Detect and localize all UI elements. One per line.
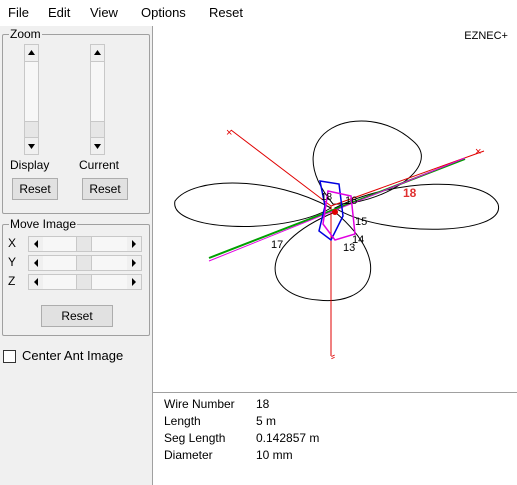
x-axis-glyph: × xyxy=(226,127,232,139)
wire-cluster-magenta xyxy=(322,190,356,241)
menu-view[interactable]: View xyxy=(90,5,118,20)
display-zoom-scrollbar[interactable] xyxy=(24,44,39,155)
arrow-up-icon xyxy=(94,50,101,55)
pattern-lobe-upper xyxy=(312,120,422,205)
seg-length-value: 0.142857 m xyxy=(256,431,320,445)
wire-number-value: 18 xyxy=(256,397,270,411)
y-scroll-thumb[interactable] xyxy=(76,256,92,270)
wire-magenta xyxy=(208,157,466,262)
menu-edit[interactable]: Edit xyxy=(48,5,71,20)
pattern-lobe-left xyxy=(174,182,333,227)
current-reset-button[interactable]: Reset xyxy=(82,178,128,200)
pattern-lobe-lower xyxy=(274,211,372,302)
z-axis-glyph: ⸗ xyxy=(331,349,335,363)
wire-number-label: Wire Number xyxy=(164,397,235,411)
center-ant-image-checkbox[interactable] xyxy=(3,350,16,363)
arrow-down-icon xyxy=(28,144,35,149)
source-marker xyxy=(332,209,338,215)
eznec-brand-label: EZNEC+ xyxy=(464,30,508,42)
pattern-lobe-right xyxy=(333,183,499,230)
menu-options[interactable]: Options xyxy=(141,5,186,20)
arrow-down-icon xyxy=(94,144,101,149)
wire-label-14: 14 xyxy=(352,234,364,246)
z-scroll-right-button[interactable] xyxy=(127,275,141,289)
wire-info-panel: Wire Number 18 Length 5 m Seg Length 0.1… xyxy=(152,392,517,485)
antenna-pattern-plot: × × ⸗ 18 17 16 15 14 13 18 xyxy=(174,120,499,363)
y-axis-label: Y xyxy=(8,255,17,269)
x-move-scrollbar[interactable] xyxy=(28,236,142,252)
y-scroll-left-button[interactable] xyxy=(29,256,43,270)
wire-label-16: 16 xyxy=(345,195,357,207)
arrow-left-icon xyxy=(34,278,38,286)
zoom-group: Zoom Display Current Reset Reset xyxy=(2,27,150,214)
arrow-left-icon xyxy=(34,259,38,267)
center-ant-image-label-text: Center Ant Image xyxy=(22,348,124,363)
current-scroll-up-button[interactable] xyxy=(91,45,104,62)
y-move-scrollbar[interactable] xyxy=(28,255,142,271)
move-image-group: Move Image X Y Z Reset xyxy=(2,217,150,336)
arrow-right-icon xyxy=(132,240,136,248)
display-scroll-down-button[interactable] xyxy=(25,137,38,154)
arrow-left-icon xyxy=(34,240,38,248)
y-axis-glyph: × xyxy=(475,146,481,158)
current-label: Current xyxy=(79,158,120,172)
zoom-legend: Zoom xyxy=(9,27,42,41)
wire-label-cluster-top: 18 xyxy=(321,192,333,203)
current-scroll-down-button[interactable] xyxy=(91,137,104,154)
display-scroll-up-button[interactable] xyxy=(25,45,38,62)
arrow-right-icon xyxy=(132,278,136,286)
z-move-scrollbar[interactable] xyxy=(28,274,142,290)
wire-label-17: 17 xyxy=(271,239,283,251)
diameter-value: 10 mm xyxy=(256,448,293,462)
antenna-view[interactable]: EZNEC+ × × ⸗ 18 17 16 15 14 13 18 xyxy=(152,26,517,392)
current-zoom-scrollbar[interactable] xyxy=(90,44,105,155)
move-image-reset-button[interactable]: Reset xyxy=(41,305,113,327)
x-scroll-right-button[interactable] xyxy=(127,237,141,251)
wire-label-15: 15 xyxy=(355,216,367,228)
x-scroll-left-button[interactable] xyxy=(29,237,43,251)
menu-bar: File Edit View Options Reset xyxy=(0,0,517,26)
diameter-label: Diameter xyxy=(164,448,213,462)
length-label: Length xyxy=(164,414,201,428)
center-ant-image-label[interactable]: Center Ant Image xyxy=(22,349,123,363)
menu-reset[interactable]: Reset xyxy=(209,5,243,20)
z-scroll-left-button[interactable] xyxy=(29,275,43,289)
display-reset-button[interactable]: Reset xyxy=(12,178,58,200)
arrow-right-icon xyxy=(132,259,136,267)
wire-label-13: 13 xyxy=(343,242,355,254)
arrow-up-icon xyxy=(28,50,35,55)
display-label: Display xyxy=(10,158,50,172)
length-value: 5 m xyxy=(256,414,277,428)
move-image-legend: Move Image xyxy=(9,217,78,231)
wire-label-18: 18 xyxy=(403,186,417,200)
menu-file[interactable]: File xyxy=(8,5,29,20)
z-scroll-thumb[interactable] xyxy=(76,275,92,289)
x-axis-label: X xyxy=(8,236,17,250)
z-axis-label: Z xyxy=(8,274,16,288)
y-scroll-right-button[interactable] xyxy=(127,256,141,270)
x-scroll-thumb[interactable] xyxy=(76,237,92,251)
seg-length-label: Seg Length xyxy=(164,431,226,445)
x-axis-line xyxy=(230,129,332,207)
